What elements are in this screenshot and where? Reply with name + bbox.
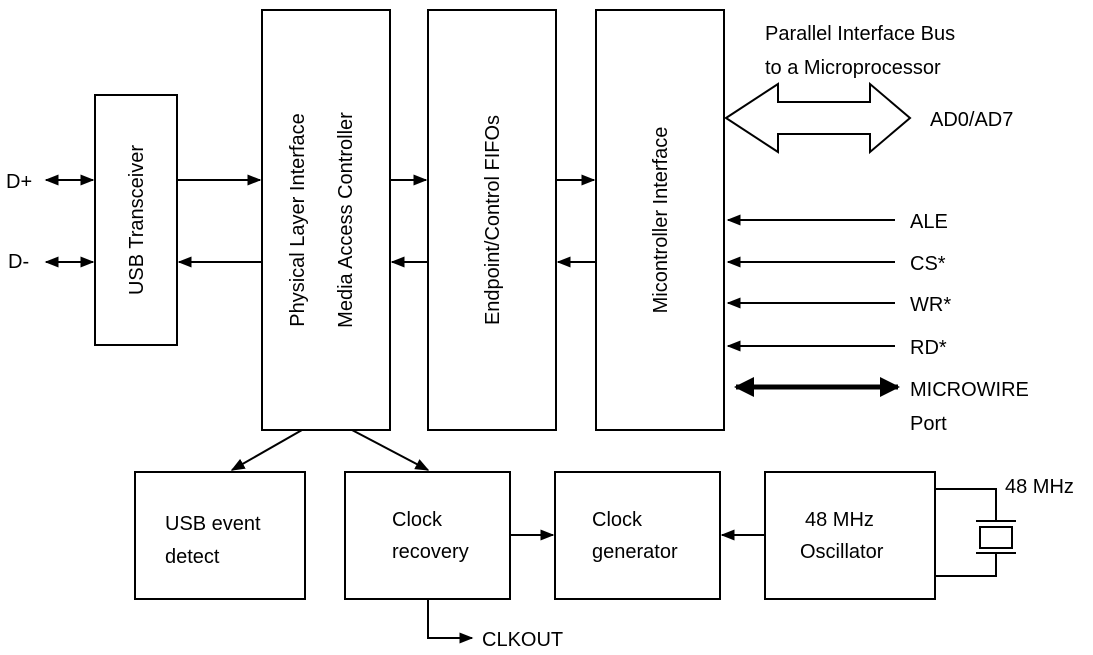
crystal-icon bbox=[935, 488, 1016, 577]
oscillator-block: 48 MHz Oscillator bbox=[764, 471, 936, 600]
microwire-label-1: MICROWIRE bbox=[910, 379, 1029, 401]
clock-recovery-block: Clock recovery bbox=[344, 471, 511, 600]
wr-label: WR* bbox=[910, 294, 951, 316]
physical-layer-label: Physical Layer Interface bbox=[287, 113, 309, 326]
clkout-label: CLKOUT bbox=[482, 629, 563, 651]
phy-to-clock-recovery-arrow bbox=[351, 429, 430, 471]
oscillator-label-1: 48 MHz bbox=[805, 509, 874, 531]
usb-event-detect-label-2: detect bbox=[165, 546, 220, 568]
bus-title-line-1: Parallel Interface Bus bbox=[765, 23, 955, 45]
rd-label: RD* bbox=[910, 337, 947, 359]
microcontroller-interface-block: Micontroller Interface bbox=[595, 9, 725, 431]
ale-label: ALE bbox=[910, 211, 948, 233]
usb-event-detect-block: USB event detect bbox=[134, 471, 306, 600]
media-access-label: Media Access Controller bbox=[335, 112, 357, 328]
bus-title-line-2: to a Microprocessor bbox=[765, 57, 941, 79]
oscillator-label-2: Oscillator bbox=[800, 541, 884, 563]
clock-recovery-label-2: recovery bbox=[392, 541, 469, 563]
clock-generator-block: Clock generator bbox=[554, 471, 721, 600]
physical-layer-mac-block: Physical Layer Interface Media Access Co… bbox=[261, 9, 391, 431]
usb-event-detect-label-1: USB event bbox=[165, 513, 261, 535]
clock-recovery-label-1: Clock bbox=[392, 509, 443, 531]
d-minus-label: D- bbox=[8, 251, 29, 273]
usb-transceiver-block: USB Transceiver bbox=[94, 94, 178, 346]
d-plus-label: D+ bbox=[6, 171, 32, 193]
microwire-label-2: Port bbox=[910, 413, 947, 435]
cs-label: CS* bbox=[910, 253, 946, 275]
ad-bus-label: AD0/AD7 bbox=[930, 109, 1013, 131]
usb-transceiver-label: USB Transceiver bbox=[126, 145, 148, 295]
microcontroller-interface-label: Micontroller Interface bbox=[650, 127, 672, 314]
clkout-line bbox=[427, 599, 474, 644]
parallel-bus-double-arrow bbox=[724, 81, 912, 155]
clock-generator-label-1: Clock bbox=[592, 509, 643, 531]
endpoint-fifos-block: Endpoint/Control FIFOs bbox=[427, 9, 557, 431]
crystal-frequency-label: 48 MHz bbox=[1005, 476, 1074, 498]
phy-to-event-detect-arrow bbox=[230, 429, 303, 471]
endpoint-fifos-label: Endpoint/Control FIFOs bbox=[482, 115, 504, 325]
clock-generator-label-2: generator bbox=[592, 541, 678, 563]
